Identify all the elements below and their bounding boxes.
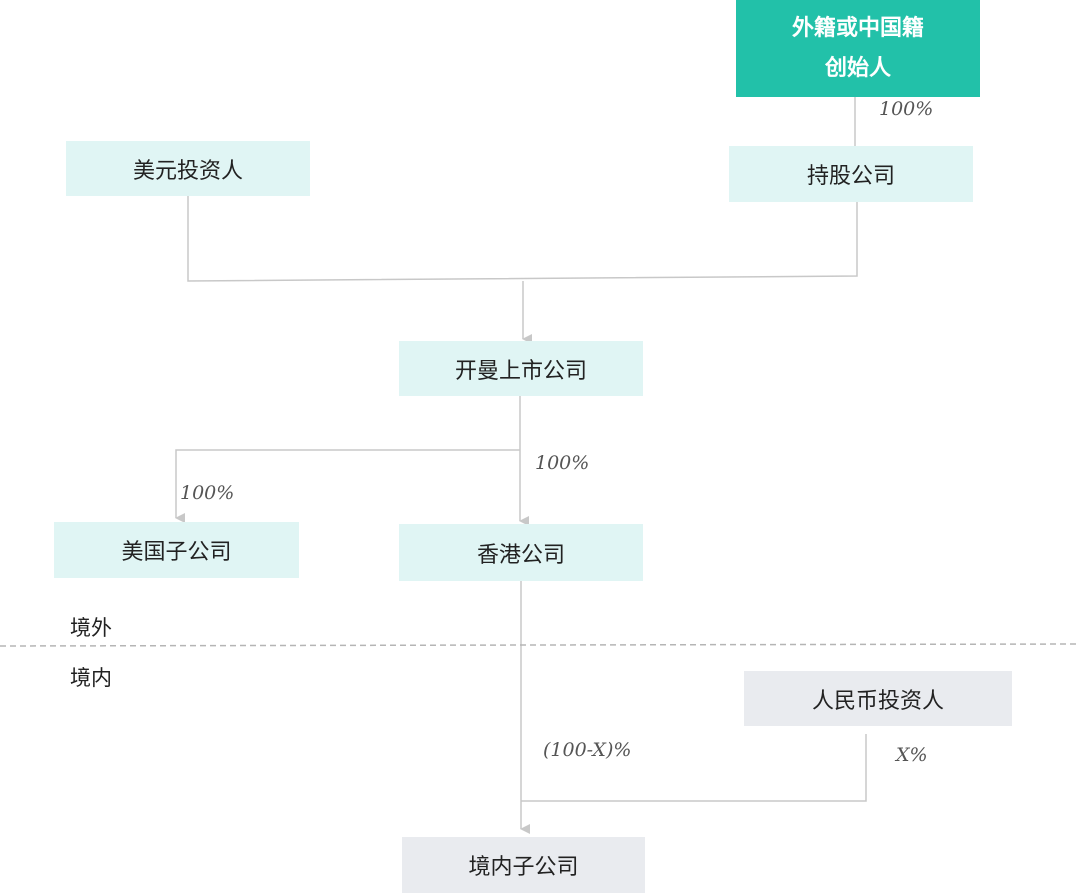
- us-subsidiary-node[interactable]: 美国子公司: [54, 522, 299, 578]
- pct-founder-to-holding: 100%: [879, 98, 934, 120]
- founder-node[interactable]: 外籍或中国籍 创始人: [736, 0, 980, 97]
- pct-hk-to-domestic: (100-X)%: [543, 739, 632, 761]
- pct-rmb-to-domestic: X%: [896, 744, 928, 766]
- founder-label-line1: 外籍或中国籍: [791, 15, 924, 41]
- hk-company-node[interactable]: 香港公司: [399, 524, 643, 581]
- rmb-investor-label: 人民币投资人: [811, 688, 944, 714]
- line-merge-to-cayman: [187, 196, 858, 282]
- holding-company-label: 持股公司: [806, 164, 895, 189]
- usd-investor-node[interactable]: 美元投资人: [66, 141, 310, 196]
- usd-investor-label: 美元投资人: [132, 158, 243, 184]
- pct-cayman-to-hk: 100%: [535, 452, 590, 474]
- rmb-investor-node[interactable]: 人民币投资人: [744, 671, 1012, 726]
- founder-label-line2: 创始人: [824, 55, 891, 81]
- domestic-subsidiary-label: 境内子公司: [468, 855, 579, 880]
- pct-cayman-to-us: 100%: [180, 482, 235, 504]
- holding-company-node[interactable]: 持股公司: [729, 146, 973, 202]
- hk-company-label: 香港公司: [476, 542, 565, 568]
- boundary-line: [0, 643, 1080, 647]
- line-rmb-to-domestic: [521, 734, 867, 802]
- us-subsidiary-label: 美国子公司: [121, 540, 232, 565]
- region-offshore-label: 境外: [70, 616, 112, 640]
- cayman-listed-node[interactable]: 开曼上市公司: [399, 341, 643, 396]
- region-onshore-label: 境内: [70, 666, 112, 690]
- arrow-to-us-subsidiary: [175, 449, 520, 523]
- domestic-subsidiary-node[interactable]: 境内子公司: [402, 837, 645, 893]
- cayman-listed-label: 开曼上市公司: [454, 358, 587, 384]
